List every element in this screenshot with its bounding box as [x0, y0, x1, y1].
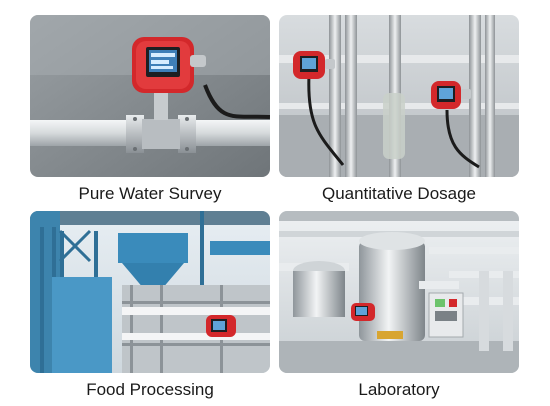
quantitative-dosage-photo: [279, 15, 519, 177]
food-processing-plant-illustration: [30, 211, 270, 373]
pure-water-survey-photo: [30, 15, 270, 177]
food-processing-photo: [30, 211, 270, 373]
flowmeter-on-pipe-illustration: [30, 15, 270, 177]
quantitative-dosage-caption: Quantitative Dosage: [321, 184, 477, 203]
pure-water-survey-caption: Pure Water Survey: [78, 184, 222, 203]
laboratory-caption: Laboratory: [358, 380, 440, 399]
laboratory-photo: [279, 211, 519, 373]
food-processing-caption: Food Processing: [86, 380, 214, 399]
dosage-line-illustration: [279, 15, 519, 177]
laboratory-tanks-illustration: [279, 211, 519, 373]
